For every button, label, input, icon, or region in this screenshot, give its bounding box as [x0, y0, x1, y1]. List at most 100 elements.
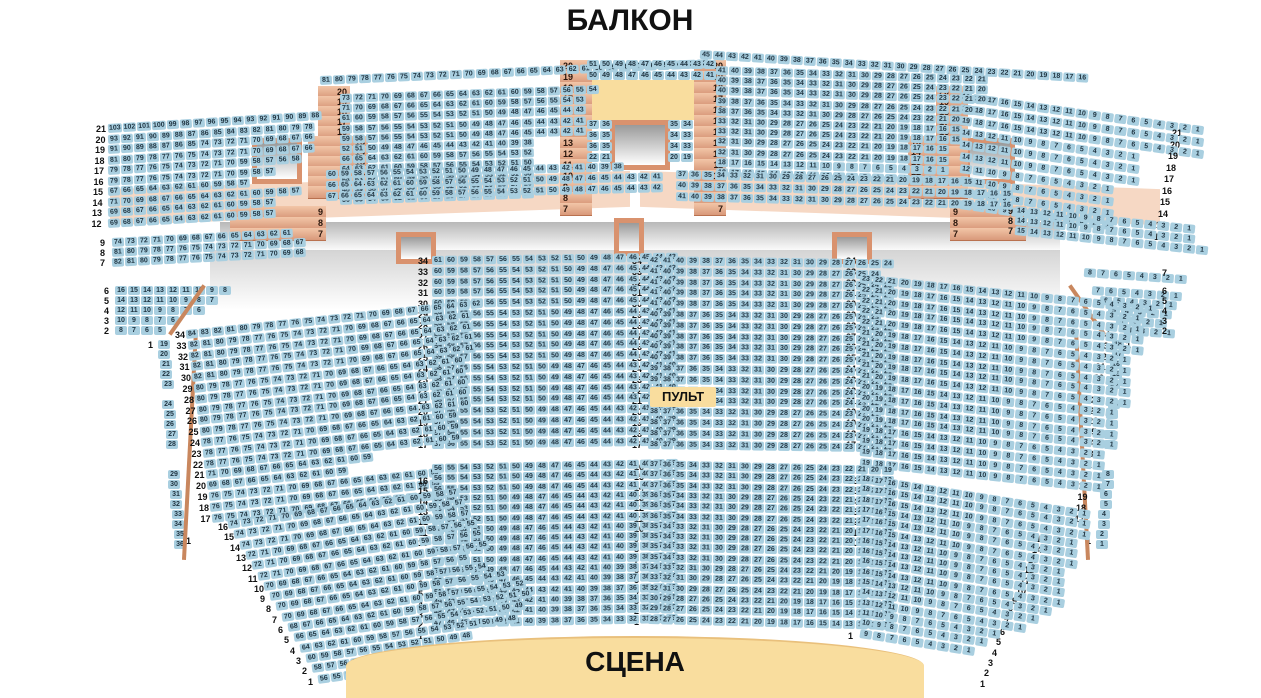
seat[interactable]: 32 — [764, 290, 778, 300]
seat[interactable]: 76 — [384, 72, 398, 83]
seat[interactable]: 14 — [937, 411, 950, 422]
seat[interactable]: 75 — [239, 432, 253, 443]
seat[interactable]: 64 — [365, 153, 379, 164]
seat[interactable]: 61 — [458, 311, 472, 322]
seat[interactable]: 27 — [764, 493, 778, 504]
seat[interactable]: 43 — [535, 585, 549, 595]
seat[interactable]: 6 — [1130, 238, 1144, 249]
seat[interactable]: 44 — [587, 481, 601, 491]
seat[interactable]: 44 — [561, 533, 575, 543]
seat[interactable]: 29 — [660, 594, 674, 604]
seat[interactable]: 61 — [469, 99, 483, 109]
seat[interactable]: 19 — [897, 123, 911, 133]
seat[interactable]: 26 — [816, 366, 830, 376]
seat[interactable]: 63 — [185, 202, 199, 213]
seat[interactable]: 63 — [374, 508, 389, 520]
seat[interactable]: 31 — [764, 354, 778, 364]
seat[interactable]: 68 — [378, 102, 392, 112]
seat[interactable]: 48 — [535, 471, 549, 482]
seat[interactable]: 14 — [1023, 125, 1037, 136]
seat[interactable]: 37 — [613, 583, 627, 593]
seat[interactable]: 25 — [764, 565, 778, 576]
seat[interactable]: 2 — [1118, 333, 1131, 344]
seat[interactable]: 40 — [613, 542, 627, 552]
seat[interactable]: 31 — [699, 523, 713, 533]
seat[interactable]: 82 — [188, 350, 202, 361]
seat[interactable]: 14 — [962, 328, 976, 339]
seat[interactable]: 68 — [276, 133, 289, 144]
seat[interactable]: 5 — [1139, 129, 1153, 140]
seat[interactable]: 69 — [339, 400, 353, 411]
seat[interactable]: 35 — [686, 418, 700, 428]
seat[interactable]: 27 — [829, 269, 843, 279]
seat[interactable]: 13 — [962, 382, 976, 393]
seat[interactable]: 54 — [483, 373, 497, 384]
seat[interactable]: 7 — [1053, 337, 1067, 348]
seat[interactable]: 3 — [1105, 310, 1119, 321]
seat[interactable]: 12 — [923, 535, 937, 547]
seat[interactable]: 66 — [332, 603, 347, 615]
seat[interactable]: 23 — [803, 535, 817, 546]
seat[interactable]: 36 — [725, 257, 739, 267]
seat[interactable]: 90 — [283, 112, 296, 123]
seat[interactable]: 91 — [107, 144, 121, 154]
seat[interactable]: 16 — [816, 608, 830, 618]
seat[interactable]: 14 — [115, 296, 127, 305]
seat[interactable]: 45 — [611, 184, 625, 194]
seat[interactable]: 64 — [198, 191, 212, 201]
seat[interactable]: 16 — [936, 134, 950, 145]
seat[interactable]: 46 — [522, 564, 536, 575]
seat[interactable]: 91 — [270, 113, 283, 124]
seat[interactable]: 1 — [1092, 460, 1106, 471]
seat[interactable]: 39 — [741, 66, 755, 77]
seat[interactable]: 20 — [859, 392, 873, 404]
seat[interactable]: 79 — [205, 381, 219, 392]
seat[interactable]: 2 — [1113, 161, 1127, 173]
seat[interactable]: 79 — [250, 321, 264, 333]
seat[interactable]: 33 — [738, 322, 752, 332]
seat[interactable]: 29 — [686, 584, 700, 594]
seat[interactable]: 20 — [885, 309, 899, 320]
seat[interactable]: 53 — [417, 121, 431, 131]
seat[interactable]: 62 — [390, 482, 404, 493]
seat[interactable]: 74 — [410, 71, 424, 82]
seat[interactable]: 44 — [613, 361, 627, 371]
seat[interactable]: 76 — [209, 501, 223, 512]
seat[interactable]: 48 — [522, 492, 536, 502]
seat[interactable]: 44 — [600, 415, 614, 425]
seat[interactable]: 12 — [923, 525, 937, 537]
seat[interactable]: 35 — [673, 481, 687, 491]
seat[interactable]: 35 — [686, 429, 700, 439]
seat[interactable]: 31 — [806, 109, 820, 120]
seat[interactable]: 71 — [211, 158, 225, 169]
seat[interactable]: 63 — [417, 392, 431, 403]
seat[interactable]: 43 — [624, 172, 638, 183]
seat[interactable]: 49 — [574, 264, 588, 274]
seat[interactable]: 64 — [352, 589, 366, 601]
seat[interactable]: 43 — [600, 460, 614, 470]
seat[interactable]: 64 — [351, 180, 365, 190]
seat[interactable]: 66 — [418, 304, 432, 315]
seat[interactable]: 12 — [962, 403, 976, 414]
seat[interactable]: 13 — [1036, 102, 1050, 114]
seat[interactable]: 25 — [842, 334, 856, 344]
seat[interactable]: 10 — [936, 568, 950, 580]
seat[interactable]: 68 — [329, 423, 343, 434]
seat[interactable]: 52 — [507, 175, 521, 186]
seat[interactable]: 70 — [224, 168, 238, 179]
seat[interactable]: 6 — [1053, 359, 1067, 370]
seat[interactable]: 10 — [1010, 135, 1025, 146]
seat[interactable]: 7 — [1014, 441, 1028, 452]
seat[interactable]: 40 — [647, 320, 661, 330]
seat[interactable]: 54 — [509, 276, 523, 286]
seat[interactable]: 74 — [294, 361, 308, 372]
seat[interactable]: 1 — [1051, 597, 1066, 609]
seat[interactable]: 58 — [250, 167, 263, 177]
seat[interactable]: 59 — [429, 188, 443, 199]
seat[interactable]: 64 — [381, 417, 395, 428]
seat[interactable]: 27 — [803, 387, 817, 397]
seat[interactable]: 61 — [392, 539, 407, 551]
seat[interactable]: 3 — [962, 624, 976, 635]
seat[interactable]: 52 — [522, 351, 536, 361]
seat[interactable]: 31 — [777, 279, 791, 289]
